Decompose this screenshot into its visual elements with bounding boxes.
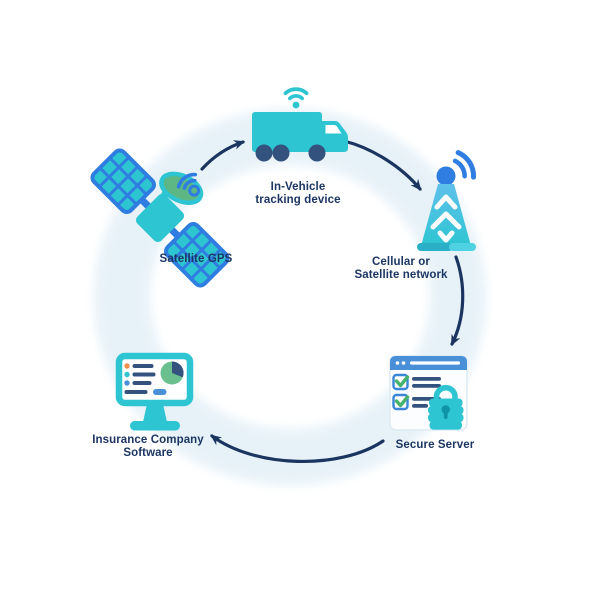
monitor-dashboard-icon	[115, 352, 194, 431]
solar-panel-right	[164, 222, 230, 288]
tower-lattice-cutouts	[430, 194, 462, 243]
label-line: Cellular or	[372, 256, 430, 268]
truck-wheels	[255, 144, 326, 162]
label-in-vehicle-tracking-device: In-Vehicle tracking device	[255, 181, 340, 207]
label-line: tracking device	[255, 194, 341, 206]
truck-body	[252, 112, 322, 152]
label-insurance-company-software: Insurance Company Software	[92, 434, 204, 460]
label-secure-server: Secure Server	[396, 439, 475, 452]
label-line: Software	[123, 447, 173, 459]
pie-chart	[160, 361, 184, 385]
label-line: Satellite network	[354, 269, 448, 281]
monitor-neck	[143, 404, 167, 422]
browser-header-bar	[410, 361, 460, 365]
cell-tower-icon	[417, 150, 476, 251]
secure-browser-lock-icon	[389, 355, 468, 431]
tower-base-left	[417, 243, 453, 251]
truck-window	[325, 125, 342, 134]
truck-wifi-icon	[283, 87, 309, 109]
flow-arrows	[200, 139, 465, 463]
arrow-vehicle-to-network	[342, 139, 422, 191]
tower-signal-icon	[452, 150, 476, 180]
label-line: Insurance Company	[92, 434, 204, 446]
satellite-body	[135, 193, 185, 243]
arrow-server-to-software	[210, 434, 385, 463]
browser-header-dots	[395, 361, 406, 365]
satellite-icon	[90, 148, 230, 288]
arrow-satellite-to-vehicle	[200, 140, 246, 171]
arrow-network-to-server	[450, 255, 465, 347]
padlock-icon	[428, 384, 464, 430]
label-line: Secure Server	[395, 439, 475, 451]
keyhole	[441, 405, 450, 414]
truck-icon	[252, 87, 348, 162]
solar-panel-left	[90, 148, 156, 214]
dashboard-content	[124, 361, 184, 395]
tower-top-ball	[436, 166, 456, 186]
label-line: In-Vehicle	[270, 181, 326, 193]
monitor-base	[130, 421, 180, 431]
label-cellular-or-satellite-network: Cellular or Satellite network	[354, 256, 447, 282]
label-satellite-gps: Satellite GPS	[160, 253, 233, 266]
tower-base-right	[449, 243, 476, 251]
satellite-signal-icon	[176, 172, 201, 197]
label-line: Satellite GPS	[159, 253, 233, 265]
